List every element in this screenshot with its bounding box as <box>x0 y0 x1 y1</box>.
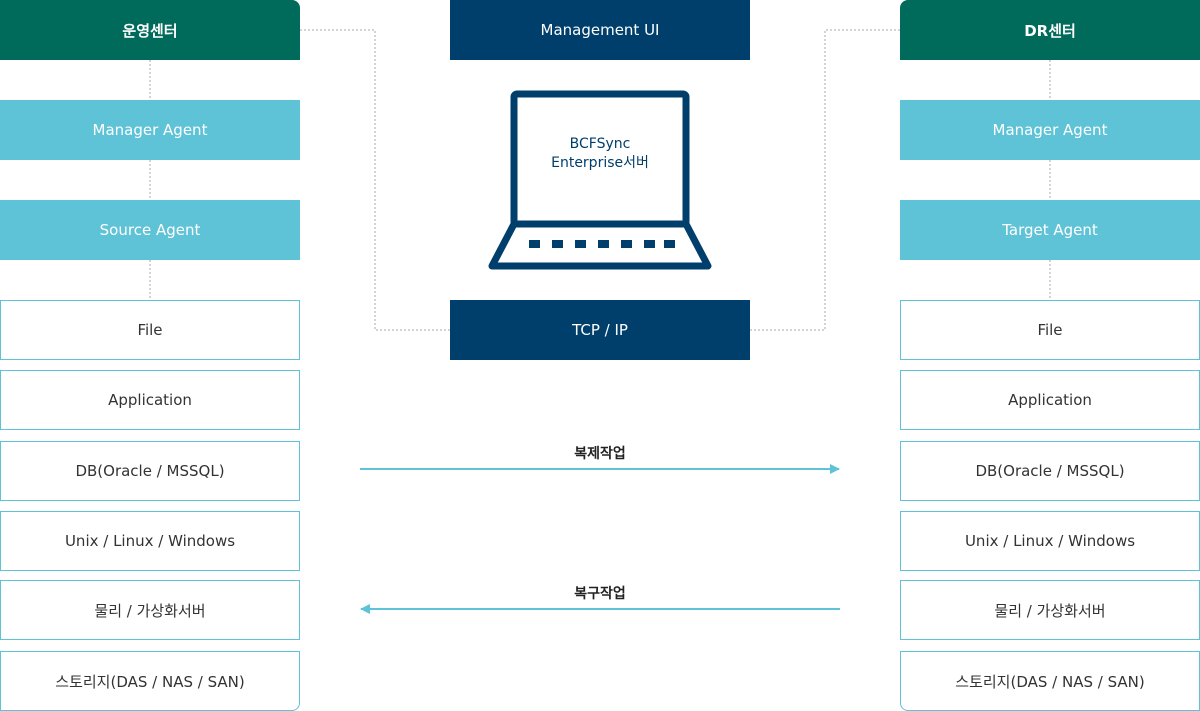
right-layer-label: Unix / Linux / Windows <box>964 532 1136 550</box>
left-layer-server: 물리 / 가상화서버 <box>0 580 300 640</box>
left-layer-db: DB(Oracle / MSSQL) <box>0 441 300 501</box>
left-manager-agent-label: Manager Agent <box>92 121 208 139</box>
management-ui-box: Management UI <box>450 0 750 60</box>
left-layer-label: 스토리지(DAS / NAS / SAN) <box>55 672 245 691</box>
right-layer-db: DB(Oracle / MSSQL) <box>900 441 1200 501</box>
source-agent: Source Agent <box>0 200 300 260</box>
left-center-header: 운영센터 <box>0 0 300 60</box>
right-layer-label: DB(Oracle / MSSQL) <box>975 462 1125 480</box>
tcp-ip-label: TCP / IP <box>572 321 628 339</box>
left-layer-file: File <box>0 300 300 360</box>
left-layer-label: File <box>137 321 163 339</box>
recovery-label: 복구작업 <box>574 586 626 602</box>
left-manager-agent: Manager Agent <box>0 100 300 160</box>
server-label-line2: Enterprise서버 <box>551 155 649 171</box>
left-network-connector <box>300 29 450 331</box>
laptop-icon <box>488 90 712 270</box>
replication-label: 복제작업 <box>574 446 626 462</box>
right-layer-label: 물리 / 가상화서버 <box>994 601 1106 620</box>
right-network-connector <box>750 29 900 331</box>
server-label-line1: BCFSync <box>569 136 631 152</box>
left-center-header-label: 운영센터 <box>122 21 178 40</box>
left-layer-label: Unix / Linux / Windows <box>64 532 236 550</box>
management-ui-label: Management UI <box>540 21 660 39</box>
server-label: BCFSync Enterprise서버 <box>515 135 685 173</box>
target-agent: Target Agent <box>900 200 1200 260</box>
right-layer-server: 물리 / 가상화서버 <box>900 580 1200 640</box>
right-manager-agent: Manager Agent <box>900 100 1200 160</box>
right-manager-agent-label: Manager Agent <box>992 121 1108 139</box>
right-layer-application: Application <box>900 370 1200 430</box>
right-layer-label: File <box>1037 321 1063 339</box>
right-layer-storage: 스토리지(DAS / NAS / SAN) <box>900 651 1200 711</box>
left-layer-label: 물리 / 가상화서버 <box>94 601 206 620</box>
tcp-ip-box: TCP / IP <box>450 300 750 360</box>
right-layer-file: File <box>900 300 1200 360</box>
right-layer-label: 스토리지(DAS / NAS / SAN) <box>955 672 1145 691</box>
left-layer-application: Application <box>0 370 300 430</box>
right-center-header-label: DR센터 <box>1024 21 1076 40</box>
left-layer-storage: 스토리지(DAS / NAS / SAN) <box>0 651 300 711</box>
right-layer-label: Application <box>1008 391 1092 409</box>
target-agent-label: Target Agent <box>1002 221 1098 239</box>
left-layer-label: Application <box>108 391 192 409</box>
source-agent-label: Source Agent <box>99 221 201 239</box>
right-center-header: DR센터 <box>900 0 1200 60</box>
right-layer-os: Unix / Linux / Windows <box>900 511 1200 571</box>
left-layer-os: Unix / Linux / Windows <box>0 511 300 571</box>
left-layer-label: DB(Oracle / MSSQL) <box>75 462 225 480</box>
